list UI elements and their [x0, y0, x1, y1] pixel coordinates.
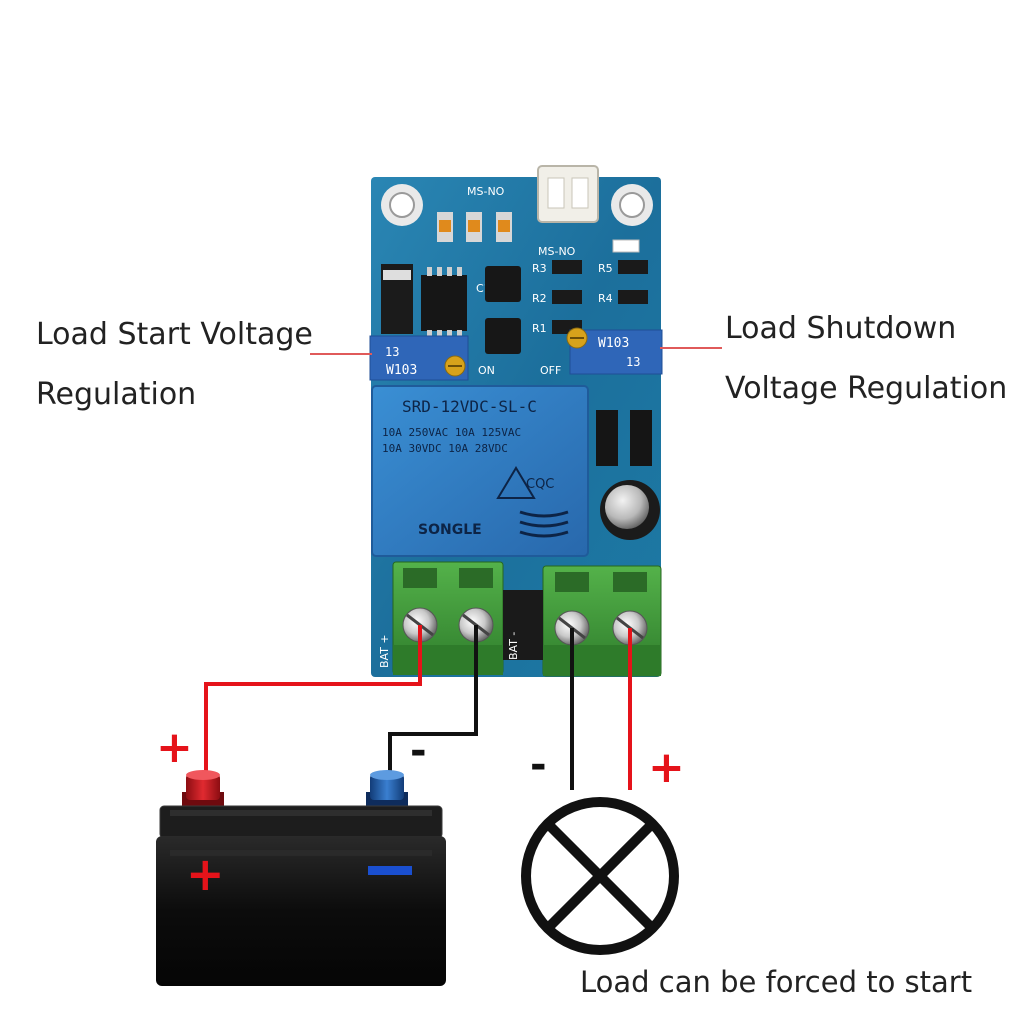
shutdown-voltage-label-line2: Voltage Regulation [725, 371, 1008, 406]
load-plus-wire-sign: + [648, 742, 685, 793]
resistor-label: R1 [532, 322, 547, 335]
diodes [437, 212, 512, 242]
mosfets [596, 410, 652, 466]
relay-cert: CQC [526, 477, 554, 492]
relay-module-board: MS-NO MS-NO C1 [369, 165, 663, 677]
mounting-hole-left [381, 184, 423, 226]
connector-mid-label: MS-NO [538, 245, 576, 258]
resistor-label: R2 [532, 292, 547, 305]
resistor-array [552, 260, 648, 334]
wire-battery-positive [204, 625, 422, 778]
start-voltage-label-line1: Load Start Voltage [36, 317, 313, 352]
battery-plus-wire-sign: + [156, 722, 193, 773]
terminal-label-bat-minus: BAT - [507, 632, 520, 660]
comparator-ic [421, 267, 467, 339]
relay-rating-1: 10A 250VAC 10A 125VAC [382, 426, 521, 439]
pot-shutdown-side-label: OFF [540, 364, 561, 377]
battery-minus-face-sign [368, 866, 412, 875]
pot-shutdown-code: W103 [598, 336, 629, 351]
relay-rating-2: 10A 30VDC 10A 28VDC [382, 442, 508, 455]
load-caption: Load can be forced to start [580, 965, 973, 999]
wire-battery-negative [388, 625, 478, 778]
pot-shutdown-num: 13 [626, 355, 640, 369]
ms-no-connector [537, 165, 599, 223]
shutdown-voltage-label-line1: Load Shutdown [725, 311, 957, 346]
transistors [485, 266, 521, 354]
pot-start-num: 13 [385, 345, 399, 359]
capacitor [600, 480, 660, 540]
load-lamp-symbol [521, 797, 679, 955]
pot-start[interactable]: 13 W103 [369, 335, 469, 381]
connector-top-label: MS-NO [467, 185, 505, 198]
led [612, 239, 640, 253]
terminal-gap [503, 590, 543, 660]
battery-minus-wire-sign: - [410, 728, 427, 774]
resistor-label: R4 [598, 292, 613, 305]
relay-model: SRD-12VDC-SL-C [402, 397, 537, 416]
battery-negative-post [366, 770, 408, 810]
load-minus-wire-sign: - [530, 742, 547, 788]
voltage-regulator-chip [381, 264, 413, 334]
pot-start-code: W103 [386, 363, 417, 378]
battery-positive-post [182, 770, 224, 810]
relay-brand: SONGLE [418, 522, 482, 538]
resistor-label: R3 [532, 262, 547, 275]
battery-plus-face-sign: + [186, 847, 225, 901]
resistor-labels: R3 R2 R1 R5 R4 [532, 262, 613, 335]
start-voltage-label-line2: Regulation [36, 377, 197, 412]
pot-start-side-label: ON [478, 364, 495, 377]
mounting-hole-right [611, 184, 653, 226]
relay: SRD-12VDC-SL-C 10A 250VAC 10A 125VAC 10A… [371, 385, 589, 557]
terminal-label-bat-plus: BAT + [378, 634, 391, 668]
battery: + [156, 770, 446, 986]
resistor-label: R5 [598, 262, 613, 275]
pot-shutdown[interactable]: W103 13 [566, 327, 663, 375]
